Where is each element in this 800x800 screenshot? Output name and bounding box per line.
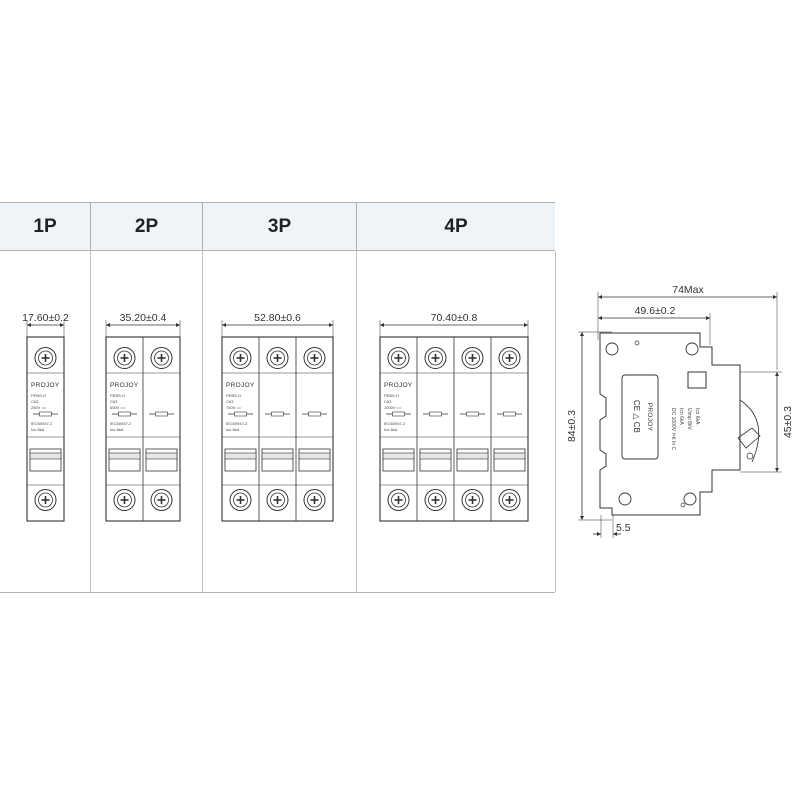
icu-label: Icu 6kA: [31, 427, 45, 432]
dim-height: 84±0.3: [566, 410, 578, 442]
dimension-3p: 52.80±0.6: [254, 312, 301, 324]
dim-overall-width: 74Max: [672, 284, 704, 296]
model-label: PEBS-H: [226, 393, 241, 398]
brand-label: PROJOY: [110, 382, 139, 389]
dim-mid-width: 49.6±0.2: [635, 305, 676, 317]
side-view: 74Max 49.6±0.2 84±0.3 45±0.3 5.5: [566, 284, 794, 538]
rating-label: C63: [384, 399, 392, 404]
brand-label: PROJOY: [226, 382, 255, 389]
rating-label: C63: [31, 399, 39, 404]
brand-label: PROJOY: [384, 382, 413, 389]
side-label-brand: PROJOY: [646, 403, 653, 432]
dimension-4p: 70.40±0.8: [431, 312, 478, 324]
dim-rail-offset: 5.5: [616, 522, 631, 534]
model-label: PEBS-H: [31, 393, 46, 398]
column-header-1p: 1P: [0, 202, 90, 251]
standard-label: IEC60947-2: [31, 421, 53, 426]
column-header-3p: 3P: [202, 202, 356, 251]
icu-label: Icu 6kA: [384, 427, 398, 432]
icu-label: Icu 6kA: [110, 427, 124, 432]
standard-label: IEC60947-2: [110, 421, 132, 426]
model-label: PEBS-H: [110, 393, 125, 398]
rating-label: C63: [226, 399, 234, 404]
dimension-table: [0, 202, 555, 593]
dimension-1p: 17.60±0.2: [22, 312, 69, 324]
column-header-2p: 2P: [90, 202, 202, 251]
side-label-line-4: Ics 6kA: [694, 408, 700, 425]
brand-label: PROJOY: [31, 382, 60, 389]
cert-marks: CE △ CB: [632, 400, 641, 433]
icu-label: Icu 6kA: [226, 427, 240, 432]
rating-label: C63: [110, 399, 118, 404]
standard-label: IEC60947-2: [384, 421, 406, 426]
side-label-line-1: DC 1000V I=6 In C: [670, 408, 676, 450]
voltage-label: 1000V ==: [384, 405, 402, 410]
voltage-label: 500V ==: [110, 405, 126, 410]
side-label-line-3: Uimp 8kV: [686, 408, 692, 430]
voltage-label: 750V ==: [226, 405, 242, 410]
dim-front-height: 45±0.3: [782, 406, 794, 438]
model-label: PEBS-H: [384, 393, 399, 398]
voltage-label: 250V ==: [31, 405, 47, 410]
dimension-2p: 35.20±0.4: [120, 312, 167, 324]
side-label-line-2: Icn 6kA: [678, 408, 684, 425]
column-header-4p: 4P: [356, 202, 555, 251]
standard-label: IEC60947-2: [226, 421, 248, 426]
